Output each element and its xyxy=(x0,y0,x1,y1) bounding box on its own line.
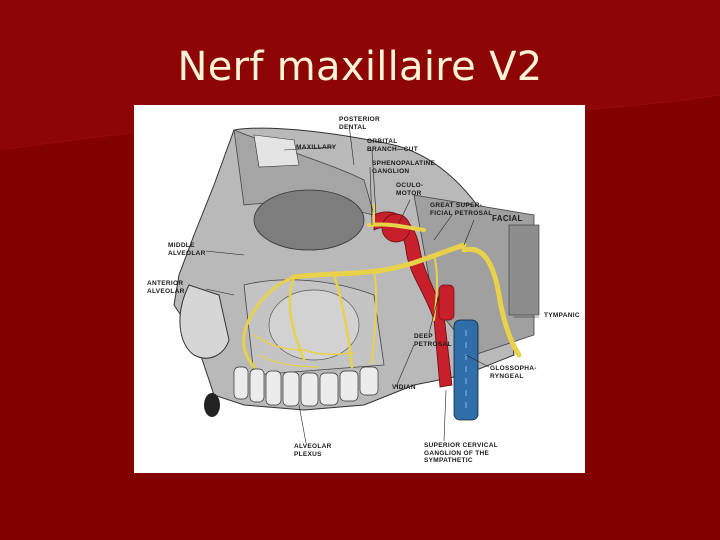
label-glossopharyngeal: GLOSSOPHA- RYNGEAL xyxy=(490,365,537,380)
anatomy-figure: POSTERIOR DENTAL MAXILLARY ORBITAL BRANC… xyxy=(134,105,585,473)
label-middle-alveolar: MIDDLE ALVEOLAR xyxy=(168,242,206,257)
label-tympanic: TYMPANIC xyxy=(544,312,580,319)
label-anterior-alveolar: ANTERIOR ALVEOLAR xyxy=(147,280,185,295)
maxillary-nerve-illustration xyxy=(173,124,540,444)
label-oculomotor: OCULO- MOTOR xyxy=(396,182,424,197)
label-superior-cervical-ganglion: SUPERIOR CERVICAL GANGLION OF THE SYMPAT… xyxy=(424,442,498,464)
label-maxillary: MAXILLARY xyxy=(296,144,337,151)
label-vidian: VIDIAN xyxy=(392,384,416,391)
label-facial: FACIAL xyxy=(492,214,523,223)
label-deep-petrosal: DEEP PETROSAL xyxy=(414,333,452,348)
label-sphenopalatine-ganglion: SPHENOPALATINE GANGLION xyxy=(372,160,436,175)
label-great-superficial-petrosal: GREAT SUPER- FICIAL PETROSAL xyxy=(430,202,493,217)
label-orbital-branch: ORBITAL BRANCH—CUT xyxy=(367,138,419,153)
slide-title: Nerf maxillaire V2 xyxy=(177,44,543,90)
label-alveolar-plexus: ALVEOLAR PLEXUS xyxy=(294,443,332,458)
label-posterior-dental: POSTERIOR DENTAL xyxy=(339,116,380,131)
